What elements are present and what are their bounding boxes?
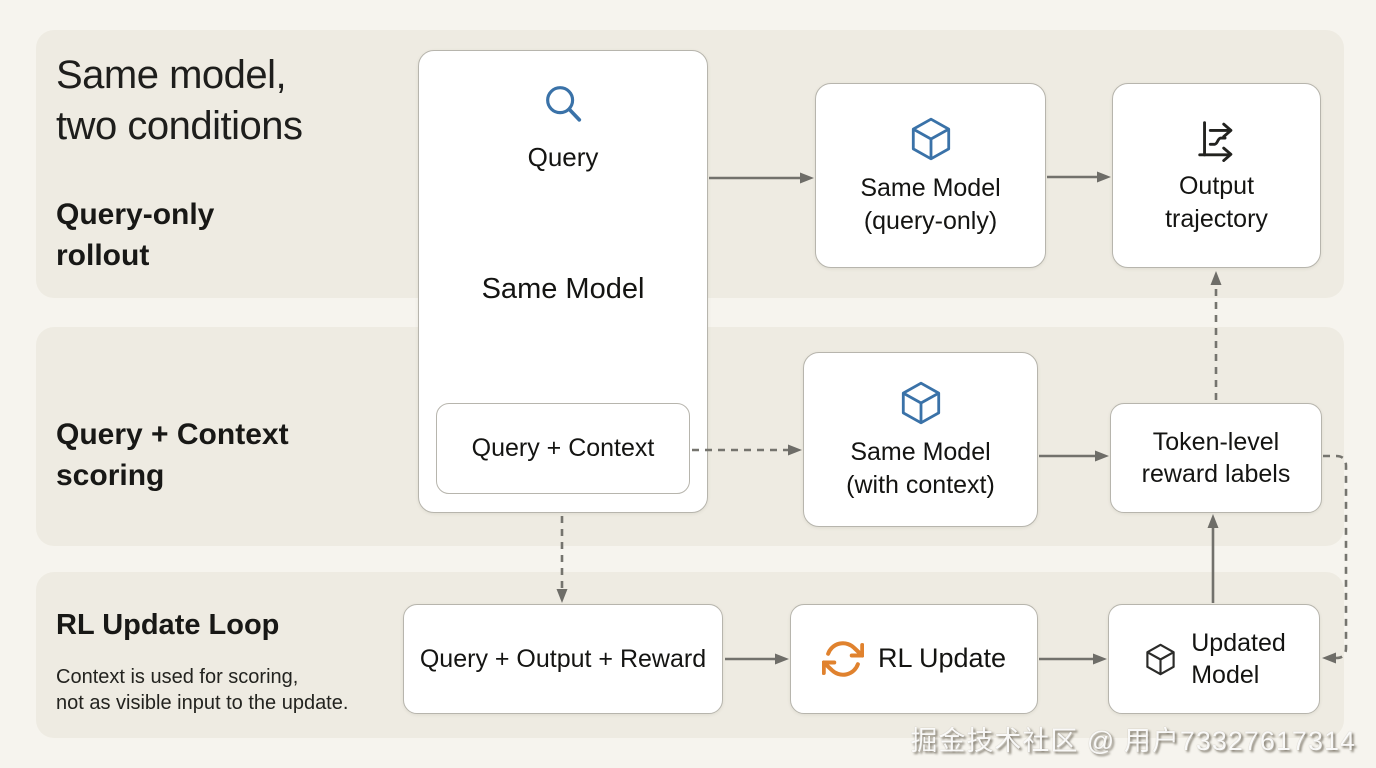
page-title-line1: Same model, [56, 53, 287, 97]
node-query-context: Query + Context [436, 403, 690, 494]
node-updated-model: Updated Model [1108, 604, 1320, 714]
band-label-line: Query + Context [56, 418, 289, 451]
query-context-label: Query + Context [471, 434, 655, 463]
band-label-rl-update-loop: RL Update Loop [56, 606, 279, 646]
cube-icon [896, 378, 946, 428]
band-label-line: scoring [56, 459, 165, 493]
refresh-icon [821, 638, 864, 680]
cube-icon [1142, 641, 1179, 678]
node-label-line1: Output [1178, 172, 1255, 200]
node-label-line2: Model [1191, 661, 1260, 689]
same-model-label: Same Model [481, 272, 645, 305]
band-label-query-only-rollout: Query-only rollout [56, 194, 214, 276]
output-trajectory-icon [1194, 116, 1240, 162]
node-label-line2: (query-only) [863, 206, 998, 235]
node-query-output-reward: Query + Output + Reward [403, 604, 723, 714]
watermark: 掘金技术社区 @ 用户73327617314 [910, 726, 1356, 756]
node-label-line1: Same Model [850, 438, 991, 466]
updated-model-label: Updated Model [1191, 627, 1286, 691]
node-label-line2: reward labels [1141, 460, 1291, 488]
page-title-line2: two conditions [56, 103, 303, 148]
loop-description: Context is used for scoring, not as visi… [56, 664, 348, 717]
query-output-reward-label: Query + Output + Reward [419, 644, 707, 673]
node-label-line1: Updated [1191, 629, 1286, 657]
band-label-line: rollout [56, 239, 150, 273]
node-label-line1: Same Model [860, 174, 1001, 202]
node-label-line2: trajectory [1165, 204, 1268, 233]
node-label-line2: (with context) [846, 470, 995, 499]
node-same-model-query-only: Same Model (query-only) [815, 83, 1046, 268]
query-label: Query [527, 142, 599, 172]
node-output-trajectory: Output trajectory [1112, 83, 1321, 268]
rl-update-label: RL Update [877, 643, 1007, 674]
node-same-model-with-context: Same Model (with context) [803, 352, 1038, 527]
band-label-line: Query-only [56, 198, 215, 231]
band-label-line: RL Update Loop [56, 609, 280, 641]
loop-description-line2: not as visible input to the update. [56, 692, 349, 715]
node-same-model: Query Same Model Query + Context [418, 50, 708, 513]
page-title: Same model, two conditions [56, 50, 303, 152]
band-label-query-context-scoring: Query + Context scoring [56, 414, 289, 496]
loop-description-line1: Context is used for scoring, [56, 666, 299, 688]
cube-icon [906, 114, 956, 164]
node-token-level-reward-labels: Token-level reward labels [1110, 403, 1322, 513]
search-icon [540, 81, 586, 127]
node-rl-update: RL Update [790, 604, 1038, 714]
node-label-line1: Token-level [1152, 427, 1280, 456]
